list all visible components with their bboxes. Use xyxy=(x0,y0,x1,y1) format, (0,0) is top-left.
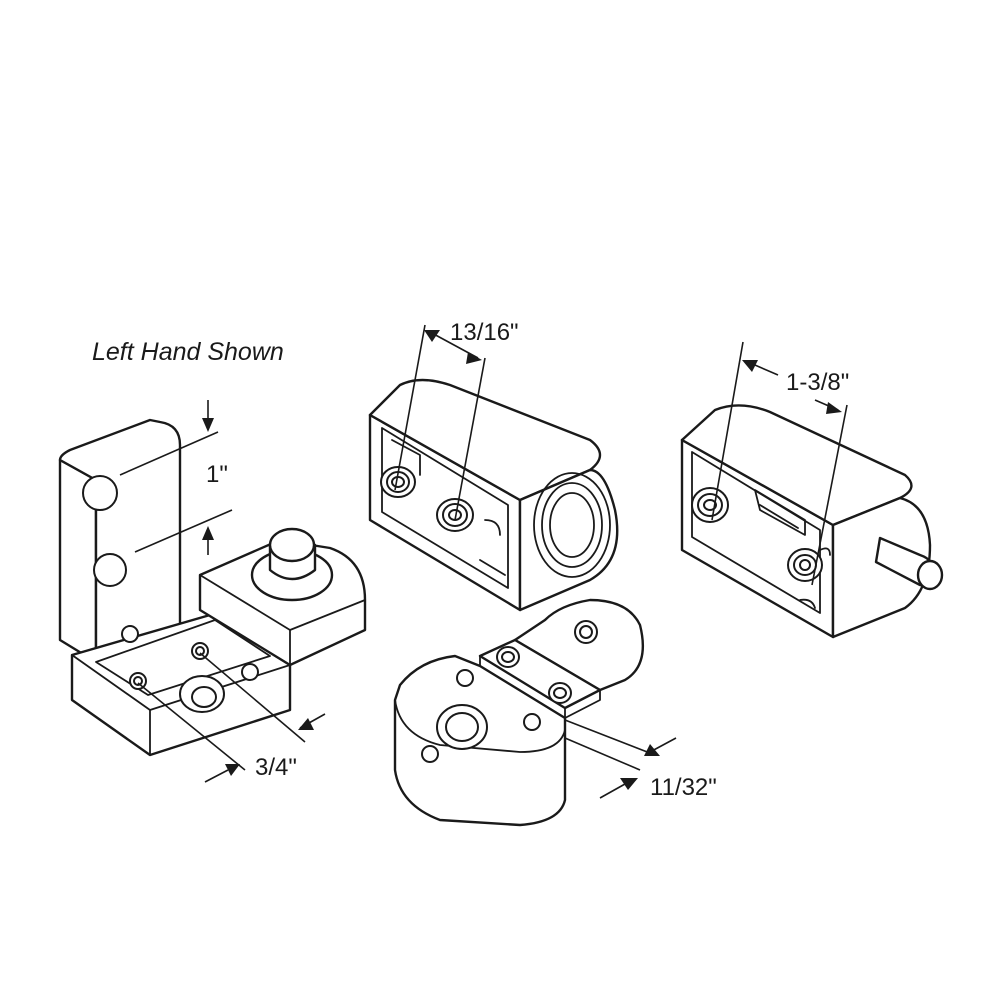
offset-pivot-plate xyxy=(393,598,644,827)
dimension-label-1: 1" xyxy=(206,461,228,488)
dimension-label-3: 13/16" xyxy=(450,319,519,346)
l-bracket-pivot xyxy=(58,418,367,757)
dimension-label-4: 1-3/8" xyxy=(786,369,849,396)
dimension-11-32-inch: 11/32" xyxy=(564,719,717,801)
pin-housing-block xyxy=(680,404,944,639)
dimension-1-inch: 1" xyxy=(119,400,233,555)
caption-left-hand-shown: Left Hand Shown xyxy=(92,338,284,366)
dimension-13-16-inch: 13/16" xyxy=(394,319,519,521)
dimension-label-2: 3/4" xyxy=(255,754,297,781)
dimension-label-5: 11/32" xyxy=(650,774,717,801)
dimension-3-4-inch: 3/4" xyxy=(137,652,326,783)
dimension-1-3-8-inch: 1-3/8" xyxy=(711,341,849,586)
bore-housing-block xyxy=(368,378,619,612)
